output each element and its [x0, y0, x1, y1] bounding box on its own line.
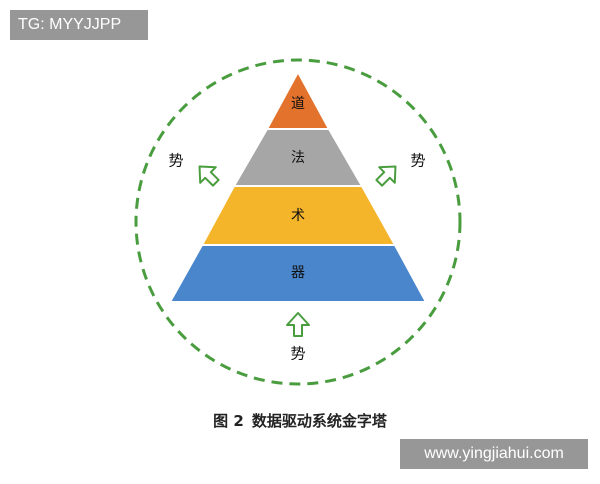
arrow-up-left-icon: [198, 165, 220, 187]
force-label-bottom: 势: [290, 345, 305, 363]
figure-number: 图 2: [213, 412, 244, 430]
tier-label-qi: 器: [291, 265, 305, 281]
figure-caption: 图 2 数据驱动系统金字塔: [0, 410, 600, 431]
tier-label-shu: 术: [291, 208, 305, 224]
watermark-bottom-right: www.yingjiahui.com: [400, 439, 588, 469]
pyramid-tier-qi: [168, 244, 428, 303]
arrow-up-bottom-icon: [286, 312, 310, 337]
force-label-left: 势: [168, 152, 183, 170]
tier-label-fa: 法: [291, 150, 305, 166]
figure-title: 数据驱动系统金字塔: [251, 412, 387, 430]
arrow-up-right-icon: [375, 165, 397, 187]
tier-label-dao: 道: [291, 96, 305, 112]
watermark-top-left: TG: MYYJJPP: [10, 10, 148, 40]
force-circle: [134, 58, 462, 386]
force-label-right: 势: [410, 152, 425, 170]
